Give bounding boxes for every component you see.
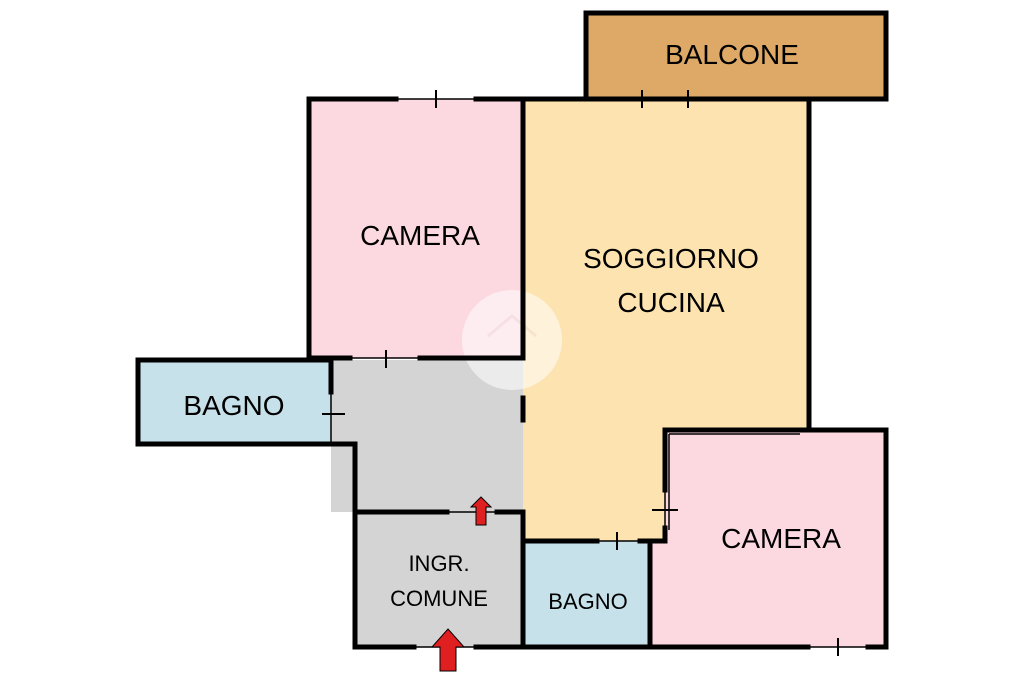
walls [135, 10, 889, 650]
up-arrow-icon [469, 496, 493, 526]
room-soggiorno-cucina [523, 99, 809, 541]
label-comune: COMUNE [390, 586, 488, 611]
room-camera-bottom [650, 430, 886, 647]
label-bagno-bottom: BAGNO [548, 589, 627, 614]
label-ingr: INGR. [408, 551, 469, 576]
label-cucina: CUCINA [617, 287, 725, 318]
entrance-arrow-icon [430, 628, 466, 672]
label-bagno-left: BAGNO [183, 390, 284, 421]
door-ticks [322, 90, 839, 656]
label-camera-top: CAMERA [360, 220, 480, 251]
label-camera-bottom: CAMERA [721, 523, 841, 554]
label-balcone: BALCONE [665, 39, 799, 70]
room-balcone [586, 13, 886, 99]
room-bagno-bottom [523, 541, 650, 647]
room-bagno-left [138, 360, 331, 444]
house-logo-watermark [462, 290, 562, 390]
label-soggiorno: SOGGIORNO [583, 243, 759, 274]
room-ingresso-comune [355, 512, 523, 647]
